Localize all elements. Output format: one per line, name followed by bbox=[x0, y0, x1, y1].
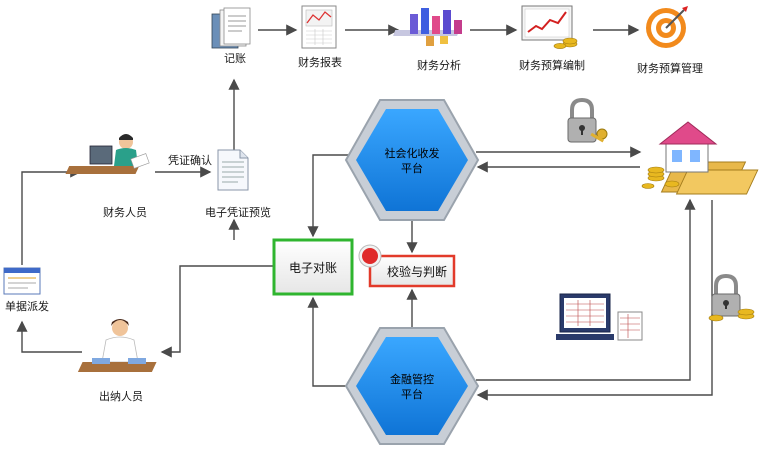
finance-platform-line1: 金融管控 bbox=[390, 373, 434, 386]
budget-compile-label: 财务预算编制 bbox=[519, 59, 585, 72]
report-chart-icon bbox=[301, 5, 337, 49]
finance-platform-label[interactable]: 金融管控 平台 bbox=[372, 372, 452, 402]
verify-box bbox=[368, 254, 456, 288]
red-dot-icon bbox=[358, 244, 382, 268]
cashier-label: 出纳人员 bbox=[99, 390, 143, 403]
target-icon bbox=[646, 6, 688, 48]
budget-manage-label: 财务预算管理 bbox=[637, 62, 703, 75]
finance-platform-hexagon bbox=[344, 327, 480, 445]
social-platform-line1: 社会化收发 bbox=[384, 147, 440, 160]
budget-chart-icon bbox=[521, 5, 578, 49]
padlock-coins-icon bbox=[708, 273, 755, 322]
social-platform-hexagon bbox=[344, 99, 480, 221]
cashier-figure-icon bbox=[77, 319, 157, 372]
bank-house-money-icon bbox=[641, 121, 759, 195]
arrow-cashier-to-dispatch bbox=[16, 320, 82, 353]
arrow-social-to-reconcile bbox=[307, 154, 352, 238]
arrow-finance-to-bank bbox=[476, 198, 696, 381]
arrow-bank-to-finance bbox=[476, 200, 713, 401]
verify-node[interactable]: 校验与判断 bbox=[386, 264, 447, 279]
arrow-finance-to-reconcile bbox=[307, 296, 352, 387]
voucher-confirm-label: 凭证确认 bbox=[168, 154, 212, 167]
arrow-dispatch-to-accountant bbox=[21, 166, 82, 265]
reconcile-node[interactable]: 电子对账 bbox=[288, 260, 337, 275]
documents-icon bbox=[211, 7, 251, 49]
voucher-preview-icon bbox=[217, 149, 249, 191]
document-dispatch-label: 单据派发 bbox=[5, 300, 49, 313]
accountant-label: 财务人员 bbox=[103, 206, 147, 219]
social-platform-line2: 平台 bbox=[401, 162, 423, 175]
arrow-reconcile-to-cashier bbox=[160, 265, 274, 358]
reconcile-box bbox=[272, 238, 354, 296]
bookkeeping-label: 记账 bbox=[224, 52, 246, 65]
accountant-figure-icon bbox=[65, 134, 150, 174]
social-platform-label[interactable]: 社会化收发 平台 bbox=[372, 146, 452, 176]
financial-report-label: 财务报表 bbox=[298, 56, 342, 69]
3d-bar-chart-icon bbox=[393, 8, 462, 46]
padlock-key-icon bbox=[567, 97, 608, 143]
finance-platform-line2: 平台 bbox=[401, 388, 423, 401]
voucher-preview-label: 电子凭证预览 bbox=[205, 206, 271, 219]
document-dispatch-icon bbox=[3, 267, 41, 295]
financial-analysis-label: 财务分析 bbox=[417, 59, 461, 72]
computer-spreadsheet-icon bbox=[556, 293, 643, 341]
